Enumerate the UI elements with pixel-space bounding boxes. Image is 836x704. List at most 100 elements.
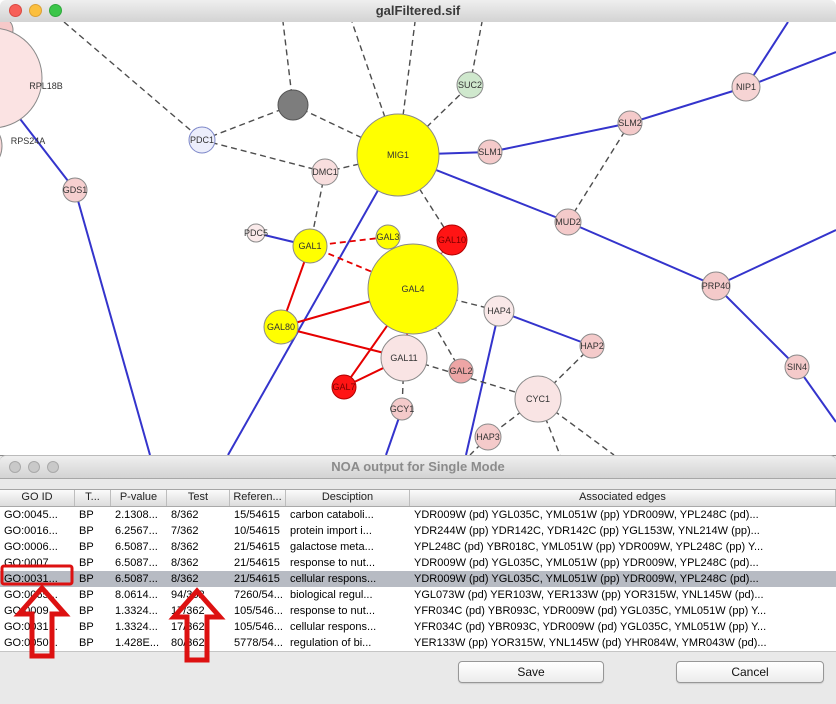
zoom-button[interactable] bbox=[49, 4, 62, 17]
cell-edges: YDR244W (pp) YDR142C, YDR142C (pp) YGL15… bbox=[410, 523, 836, 539]
column-header-test[interactable]: Test bbox=[167, 490, 230, 506]
save-button[interactable]: Save bbox=[458, 661, 604, 683]
node-MIG1[interactable]: MIG1 bbox=[357, 114, 439, 196]
column-header-reference[interactable]: Referen... bbox=[230, 490, 286, 506]
svg-text:GAL4: GAL4 bbox=[401, 284, 424, 294]
node-GAL3[interactable]: GAL3 bbox=[376, 225, 400, 249]
close-button[interactable] bbox=[9, 4, 22, 17]
cell-p_value: 1.428E... bbox=[111, 635, 167, 651]
node-DMC1[interactable]: DMC1 bbox=[312, 159, 338, 185]
graph-window-traffic-lights bbox=[9, 4, 62, 17]
node-SUC2[interactable]: SUC2 bbox=[457, 72, 483, 98]
table-row-4[interactable]: GO:0031...BP6.5087...8/36221/54615cellul… bbox=[0, 571, 836, 587]
table-row-2[interactable]: GO:0006...BP6.5087...8/36221/54615galact… bbox=[0, 539, 836, 555]
column-header-p_value[interactable]: P-value bbox=[111, 490, 167, 506]
node-PRP40[interactable]: PRP40 bbox=[702, 272, 731, 300]
table-row-8[interactable]: GO:0050...BP1.428E...80/3625778/54...reg… bbox=[0, 635, 836, 651]
cell-p_value: 6.5087... bbox=[111, 539, 167, 555]
node-GAL7[interactable]: GAL7 bbox=[332, 375, 356, 399]
node-GAL80[interactable]: GAL80 bbox=[264, 310, 298, 344]
svg-text:RPS24A: RPS24A bbox=[11, 136, 46, 146]
edge-MUD2-PRP40 bbox=[568, 222, 716, 286]
column-header-type[interactable]: T... bbox=[75, 490, 111, 506]
cell-go_id: GO:0031... bbox=[0, 571, 75, 587]
graph-window: galFiltered.sif RPL18B RPS24A GDS1 PDC1 MIG1… bbox=[0, 0, 836, 456]
node-SLM1[interactable]: SLM1 bbox=[478, 140, 502, 164]
svg-text:GAL11: GAL11 bbox=[390, 353, 417, 363]
cell-go_id: GO:0045... bbox=[0, 507, 75, 523]
node-RPS24A[interactable]: RPS24A bbox=[0, 120, 45, 172]
column-header-edges[interactable]: Associated edges bbox=[410, 490, 836, 506]
cancel-button[interactable]: Cancel bbox=[676, 661, 824, 683]
graph-window-title: galFiltered.sif bbox=[0, 0, 836, 22]
table-row-3[interactable]: GO:0007...BP6.5087...8/36221/54615respon… bbox=[0, 555, 836, 571]
node-PDC5[interactable]: PDC5 bbox=[244, 224, 268, 242]
table-row-0[interactable]: GO:0045...BP2.1308...8/36215/54615carbon… bbox=[0, 507, 836, 523]
cell-p_value: 2.1308... bbox=[111, 507, 167, 523]
svg-text:NIP1: NIP1 bbox=[736, 82, 756, 92]
cell-edges: YDR009W (pd) YGL035C, YML051W (pp) YDR00… bbox=[410, 507, 836, 523]
cell-description: protein import i... bbox=[286, 523, 410, 539]
node-GAL2[interactable]: GAL2 bbox=[449, 359, 473, 383]
cell-edges: YGL073W (pd) YER103W, YER133W (pp) YOR31… bbox=[410, 587, 836, 603]
cell-type: BP bbox=[75, 587, 111, 603]
node-MUD2[interactable]: MUD2 bbox=[555, 209, 581, 235]
node-GAL1[interactable]: GAL1 bbox=[293, 229, 327, 263]
svg-text:DMC1: DMC1 bbox=[312, 167, 338, 177]
noa-window-title: NOA output for Single Mode bbox=[0, 456, 836, 478]
network-canvas[interactable]: RPL18B RPS24A GDS1 PDC1 MIG1 SUC2SLM1 SLM2 NIP1… bbox=[0, 22, 836, 455]
cell-type: BP bbox=[75, 555, 111, 571]
svg-text:PDC5: PDC5 bbox=[244, 228, 268, 238]
noa-window-titlebar[interactable]: NOA output for Single Mode bbox=[0, 456, 836, 479]
column-header-description[interactable]: Desciption bbox=[286, 490, 410, 506]
edge-GDS1-offscreen bbox=[75, 190, 150, 455]
node-HAP4[interactable]: HAP4 bbox=[484, 296, 514, 326]
node-GAL10[interactable]: GAL10 bbox=[437, 225, 467, 255]
cell-reference: 21/54615 bbox=[230, 571, 286, 587]
cell-reference: 7260/54... bbox=[230, 587, 286, 603]
node-HAP2[interactable]: HAP2 bbox=[580, 334, 604, 358]
table-row-5[interactable]: GO:0065...BP8.0614...94/3627260/54...bio… bbox=[0, 587, 836, 603]
cell-p_value: 6.2567... bbox=[111, 523, 167, 539]
zoom-button[interactable] bbox=[47, 461, 59, 473]
svg-text:SIN4: SIN4 bbox=[787, 362, 807, 372]
cell-go_id: GO:0016... bbox=[0, 523, 75, 539]
cell-p_value: 6.5087... bbox=[111, 555, 167, 571]
cell-test: 8/362 bbox=[167, 539, 230, 555]
node-SLM2[interactable]: SLM2 bbox=[618, 111, 642, 135]
noa-window-traffic-lights bbox=[9, 460, 59, 473]
node-GDS1[interactable]: GDS1 bbox=[63, 178, 88, 202]
cell-reference: 21/54615 bbox=[230, 539, 286, 555]
svg-text:SLM2: SLM2 bbox=[618, 118, 642, 128]
minimize-button[interactable] bbox=[29, 4, 42, 17]
node-PDC1[interactable]: PDC1 bbox=[189, 127, 215, 153]
cell-type: BP bbox=[75, 571, 111, 587]
table-row-7[interactable]: GO:0031...BP1.3324...17/362105/546...cel… bbox=[0, 619, 836, 635]
column-header-go_id[interactable]: GO ID bbox=[0, 490, 75, 506]
svg-text:SUC2: SUC2 bbox=[458, 80, 482, 90]
node-HAP3[interactable]: HAP3 bbox=[475, 424, 501, 450]
graph-window-titlebar[interactable]: galFiltered.sif bbox=[0, 0, 836, 23]
cell-type: BP bbox=[75, 603, 111, 619]
svg-text:GCY1: GCY1 bbox=[390, 404, 415, 414]
node-GAL11[interactable]: GAL11 bbox=[381, 335, 427, 381]
close-button[interactable] bbox=[9, 461, 21, 473]
cell-test: 17/362 bbox=[167, 603, 230, 619]
svg-text:GAL10: GAL10 bbox=[438, 235, 466, 245]
cell-test: 80/362 bbox=[167, 635, 230, 651]
svg-text:GAL1: GAL1 bbox=[298, 241, 321, 251]
node-RPL18B[interactable]: RPL18B bbox=[0, 28, 63, 128]
node-GAL4[interactable]: GAL4 bbox=[368, 244, 458, 334]
table-row-6[interactable]: GO:0009...BP1.3324...17/362105/546...res… bbox=[0, 603, 836, 619]
node-GCY1[interactable]: GCY1 bbox=[390, 398, 415, 420]
node-SIN4[interactable]: SIN4 bbox=[785, 355, 809, 379]
node-gray[interactable] bbox=[278, 90, 308, 120]
edge-SLM2-NIP1 bbox=[630, 87, 746, 123]
table-row-1[interactable]: GO:0016...BP6.2567...7/36210/54615protei… bbox=[0, 523, 836, 539]
svg-text:GAL2: GAL2 bbox=[449, 366, 472, 376]
cell-test: 94/362 bbox=[167, 587, 230, 603]
node-CYC1[interactable]: CYC1 bbox=[515, 376, 561, 422]
minimize-button[interactable] bbox=[28, 461, 40, 473]
node-NIP1[interactable]: NIP1 bbox=[732, 73, 760, 101]
